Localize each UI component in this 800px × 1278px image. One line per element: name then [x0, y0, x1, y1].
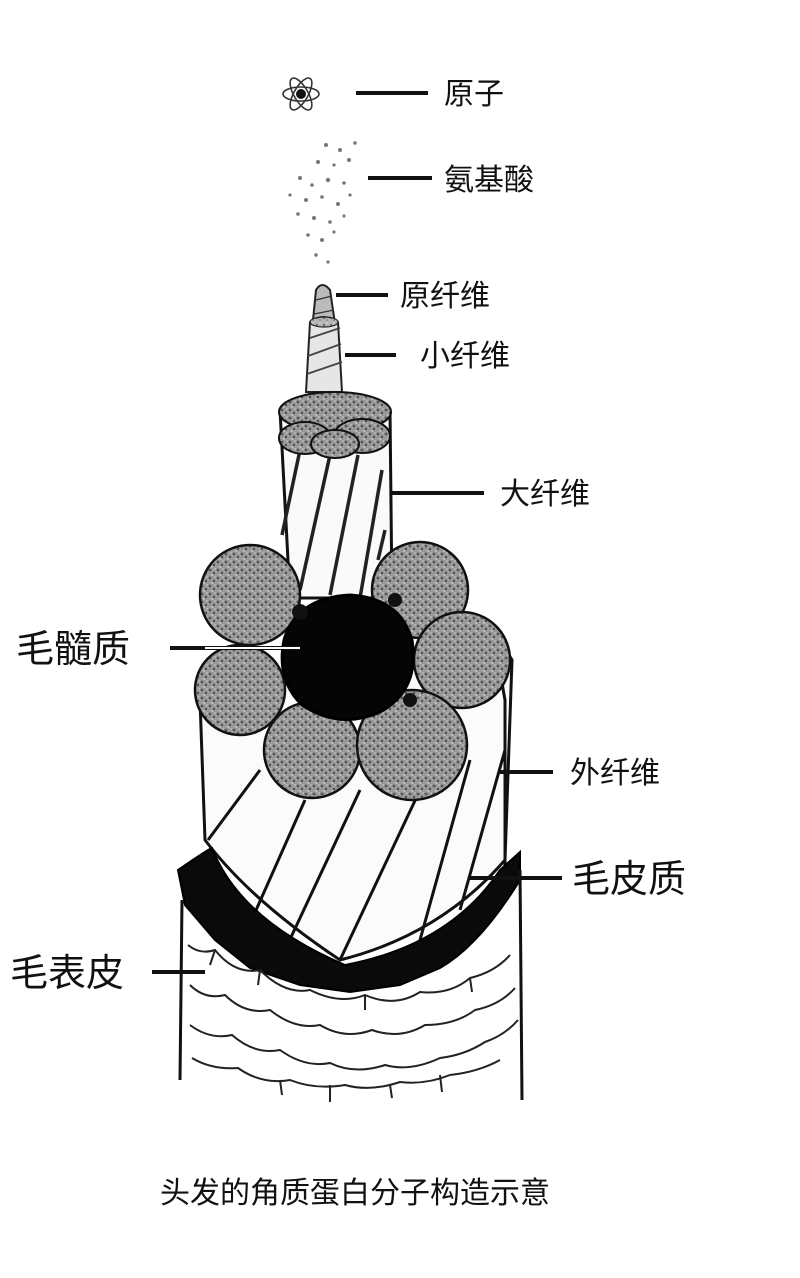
hair-shaft-edges [178, 869, 524, 1101]
label-microfibril: 小纤维 [420, 339, 510, 374]
microfibril-shape [304, 316, 344, 393]
amino-acid-dots [288, 141, 357, 264]
label-medulla: 毛髓质 [16, 627, 130, 671]
label-cuticle: 毛表皮 [10, 951, 124, 995]
label-protofibril: 原纤维 [400, 279, 490, 314]
label-macrofibril: 大纤维 [500, 477, 590, 512]
label-atom: 原子 [444, 77, 504, 112]
medulla-core [280, 593, 417, 722]
label-cortex: 毛皮质 [572, 857, 686, 901]
macrofibril-shape [278, 391, 394, 600]
cuticle-scales [187, 944, 519, 1102]
cuticle-band [176, 846, 521, 994]
label-outer-fiber: 外纤维 [570, 756, 660, 791]
atom-icon [282, 77, 320, 111]
caption: 头发的角质蛋白分子构造示意 [160, 1176, 550, 1211]
label-amino-acid: 氨基酸 [444, 163, 534, 198]
